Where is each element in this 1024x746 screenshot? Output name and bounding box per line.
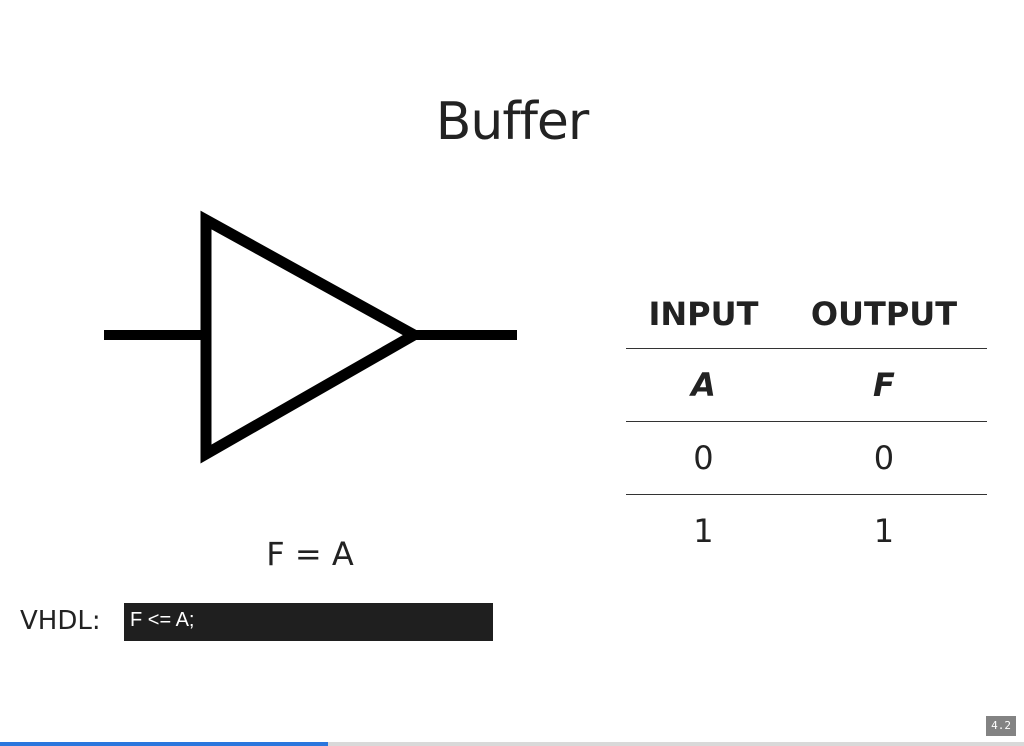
header-input: INPUT [626, 280, 781, 349]
vhdl-label: VHDL: [20, 606, 101, 636]
slide-number: 4.2 [986, 716, 1016, 736]
slide-title: Buffer [435, 92, 590, 152]
table-row: 1 1 [626, 495, 987, 568]
progress-bar-fill [0, 742, 328, 746]
progress-bar[interactable] [0, 742, 1024, 746]
boolean-equation: F = A [266, 535, 354, 573]
table-cell-output: 0 [780, 421, 987, 495]
buffer-gate-icon [104, 210, 517, 464]
table-cell-input: 0 [626, 421, 781, 495]
truth-table-header-row: INPUT OUTPUT [626, 280, 987, 349]
variable-input: A [626, 348, 781, 422]
header-output: OUTPUT [780, 280, 987, 349]
table-cell-input: 1 [693, 512, 714, 550]
table-row: 0 0 [626, 421, 987, 495]
vhdl-code-block: F <= A; [124, 603, 493, 641]
truth-table: INPUT OUTPUT A F 0 0 1 1 [626, 280, 987, 567]
truth-table-variable-row: A F [626, 348, 987, 422]
table-cell-output: 1 [873, 512, 895, 550]
variable-output: F [780, 348, 987, 422]
gate-triangle [200, 210, 426, 464]
